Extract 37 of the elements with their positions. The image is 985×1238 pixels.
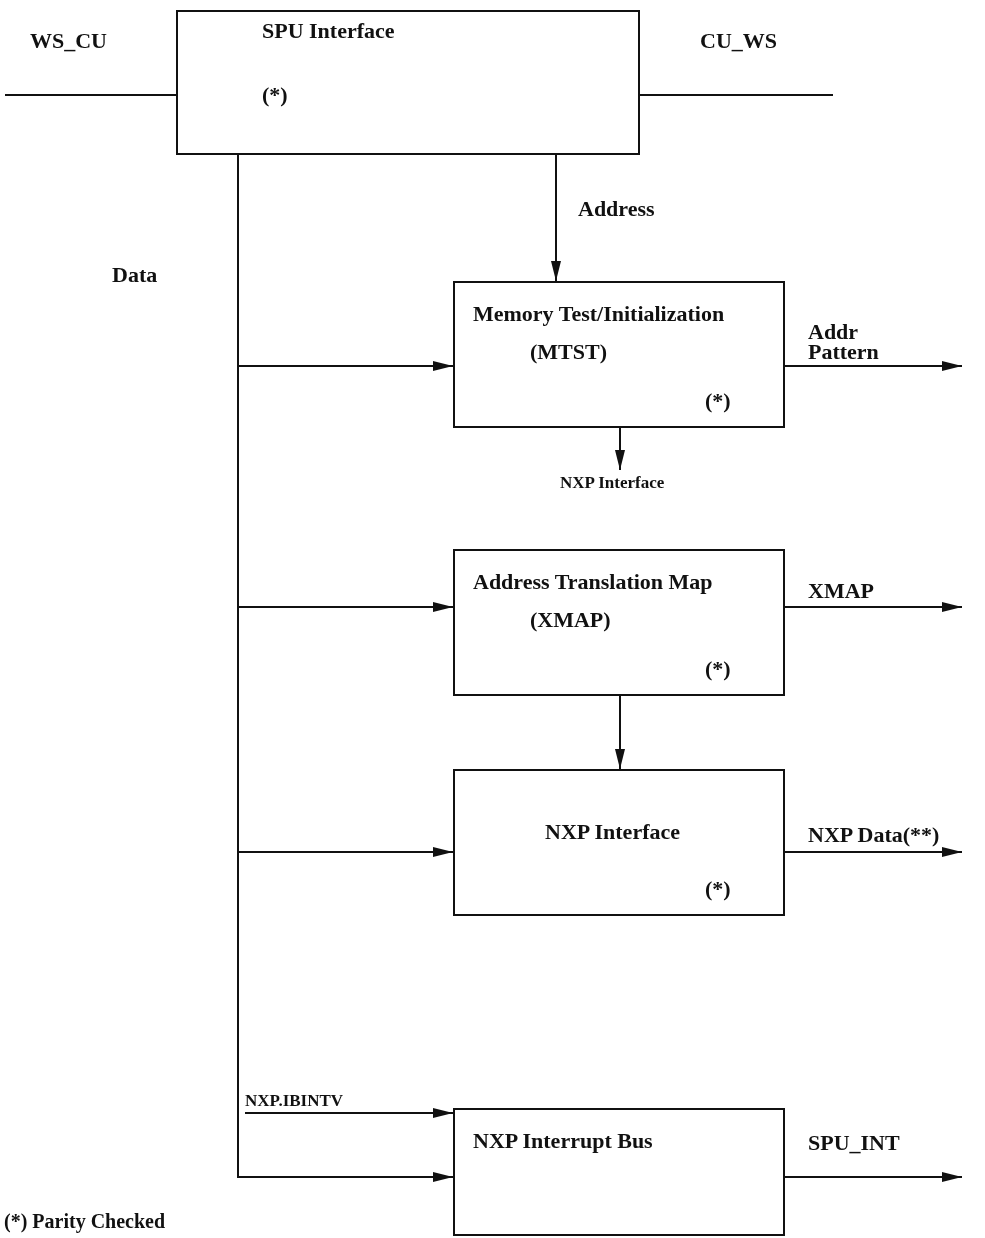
block-box [453,769,785,916]
block-title: NXP Interface [545,819,680,845]
block-title: Memory Test/Initialization [473,301,725,327]
edge-label: XMAP [808,578,874,604]
block-box [453,1108,785,1236]
block-text: (*) [705,656,731,682]
footnote: (*) Parity Checked [4,1209,166,1234]
block-text: (MTST) [530,339,607,365]
signal-label: NXP Interface [560,472,665,494]
edge-label: SPU_INT [808,1130,900,1156]
block-title: Address Translation Map [473,569,713,595]
block-box [453,281,785,428]
signal-line [4,94,177,96]
arrow [615,427,625,471]
arrow [784,602,963,612]
block-box [453,549,785,696]
block-title: SPU Interface [262,18,395,44]
edge-label: NXP Data(**) [808,822,940,848]
edge-label: Addr Pattern [808,322,880,362]
bus-label: Data [112,262,158,288]
arrow [551,154,561,282]
edge-label: WS_CU [30,28,107,54]
block-text: (*) [705,388,731,414]
edge-label: CU_WS [700,28,777,54]
block-title: NXP Interrupt Bus [473,1128,653,1154]
block-box [176,10,640,155]
arrow [784,847,963,857]
block-text: (*) [705,876,731,902]
block-text: (*) [262,82,288,108]
arrow [784,361,963,371]
edge-label: Address [578,196,655,222]
block-text: (XMAP) [530,607,611,633]
arrow [784,1172,963,1182]
arrow [615,695,625,770]
signal-line [639,94,834,96]
edge-label: NXP.IBINTV [245,1090,344,1112]
arrow [244,1108,454,1118]
